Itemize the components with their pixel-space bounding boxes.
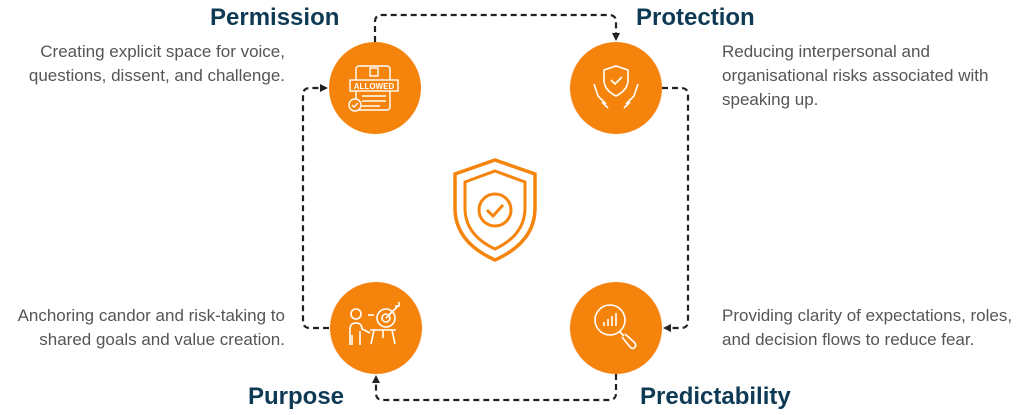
purpose-title: Purpose <box>248 383 345 410</box>
svg-text:ALLOWED: ALLOWED <box>354 82 395 91</box>
predictability-circle <box>570 282 662 374</box>
allowed-document-icon: ALLOWED <box>348 65 399 112</box>
connector-predictability-to-purpose <box>372 374 618 402</box>
predictability-description: Providing clarity of expectations, roles… <box>722 306 1013 349</box>
permission-description: Creating explicit space for voice, quest… <box>28 42 285 85</box>
connector-permission-to-protection <box>373 13 620 42</box>
magnifier-chart-icon <box>594 304 637 350</box>
protection-description: Reducing interpersonal and organisationa… <box>722 42 989 109</box>
presenter-target-icon <box>349 302 400 345</box>
shield-hands-icon <box>593 65 639 109</box>
purpose-circle <box>330 282 422 374</box>
purpose-description: Anchoring candor and risk-taking to shar… <box>17 306 285 349</box>
predictability-title: Predictability <box>640 383 791 410</box>
connector-protection-to-predictability <box>662 86 690 332</box>
protection-circle <box>570 42 662 134</box>
permission-title: Permission <box>210 4 340 31</box>
protection-title: Protection <box>636 4 755 31</box>
connector-purpose-to-permission <box>301 84 329 330</box>
shield-check-icon <box>453 158 537 262</box>
